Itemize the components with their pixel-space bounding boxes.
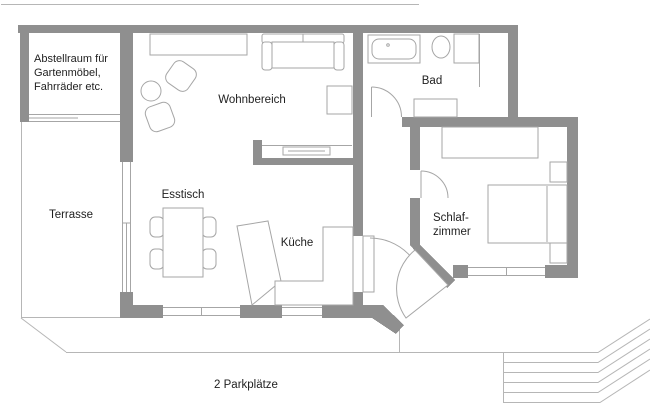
- wall-bedroom-bottom-corner: [545, 265, 578, 278]
- kitchen-counter: [274, 226, 354, 306]
- dining-chair: [201, 216, 217, 238]
- armchair: [144, 101, 176, 133]
- bath-label: Bad: [422, 75, 442, 87]
- stair-tread: [503, 338, 650, 373]
- kitchen-furniture: [236, 220, 354, 306]
- wall-west-upper: [120, 25, 133, 162]
- south-window-1: [163, 305, 240, 318]
- wall-east-upper: [353, 33, 363, 236]
- dining-furniture: [149, 207, 217, 278]
- living-label: Wohnbereich: [218, 94, 286, 106]
- wardrobe: [441, 126, 539, 159]
- storage-label: Abstellraum für Gartenmöbel, Fahrräder e…: [34, 53, 108, 93]
- parking-label: 2 Parkplätze: [214, 379, 278, 391]
- wall-entrance-diagonal: [372, 305, 404, 334]
- wall-top: [18, 25, 518, 33]
- nightstand: [549, 242, 568, 264]
- stair-tread: [503, 328, 650, 363]
- storage-label-line3: Fahrräder etc.: [34, 81, 103, 93]
- bedroom-furniture: [441, 126, 568, 264]
- wall-tv-niche: [253, 140, 363, 165]
- sofa: [261, 33, 345, 71]
- dining-label: Esstisch: [162, 189, 205, 201]
- dining-chair: [149, 216, 165, 238]
- kitchen-label: Küche: [281, 237, 314, 249]
- wall-storage-left: [20, 33, 29, 122]
- storage-label-line2: Gartenmöbel,: [34, 67, 101, 79]
- wall-bedroom-diagonal: [410, 245, 455, 288]
- bedroom-label-line2: zimmer: [433, 226, 471, 238]
- double-bed: [487, 184, 568, 244]
- stair-tread: [503, 318, 650, 353]
- bedroom-label-line1: Schlaf-: [433, 212, 469, 224]
- room-labels: Abstellraum für Gartenmöbel, Fahrräder e…: [34, 53, 471, 391]
- wall-south: [120, 305, 372, 318]
- south-window-2: [282, 305, 322, 318]
- property-lines: [1, 4, 503, 353]
- toilet: [431, 35, 451, 59]
- wall-east-lower: [353, 292, 363, 318]
- bedroom-label: Schlaf- zimmer: [433, 212, 471, 238]
- dining-chair: [201, 248, 217, 270]
- stair-tread: [503, 369, 650, 403]
- coffee-table: [140, 80, 162, 102]
- wall-bath-right: [508, 25, 518, 117]
- bathroom-fixtures: [367, 33, 480, 118]
- shower: [453, 33, 480, 87]
- doors: [362, 86, 449, 319]
- sideboard: [149, 33, 248, 56]
- side-table: [326, 85, 353, 115]
- exterior-stairs: [503, 318, 650, 403]
- stair-tread: [503, 358, 650, 393]
- wall-bedroom-right: [567, 117, 578, 278]
- entrance-door: [396, 249, 449, 319]
- washbasin: [413, 98, 458, 118]
- driveway-diagonal: [20, 317, 67, 353]
- nightstand: [549, 161, 568, 183]
- dining-chair: [149, 248, 165, 270]
- bedroom-door: [410, 170, 449, 199]
- wall-bedroom-left-upper: [410, 127, 420, 170]
- bedroom-window: [468, 265, 545, 278]
- dining-table: [162, 207, 204, 278]
- bathtub: [367, 34, 421, 64]
- stair-tread: [503, 348, 650, 383]
- living-room-furniture: [140, 33, 353, 156]
- windows: [29, 113, 545, 318]
- wall-bath-bottom: [402, 117, 578, 127]
- wall-bedroom-left-lower: [410, 198, 420, 245]
- kitchen-island: [236, 220, 282, 306]
- bath-door: [371, 86, 402, 118]
- storage-label-line1: Abstellraum für: [34, 53, 108, 65]
- storage-sliding-door: [29, 113, 120, 123]
- armchair: [165, 60, 197, 92]
- terrace-window: [120, 162, 133, 292]
- wall-window-post: [453, 265, 468, 278]
- terrace-label: Terrasse: [49, 209, 93, 221]
